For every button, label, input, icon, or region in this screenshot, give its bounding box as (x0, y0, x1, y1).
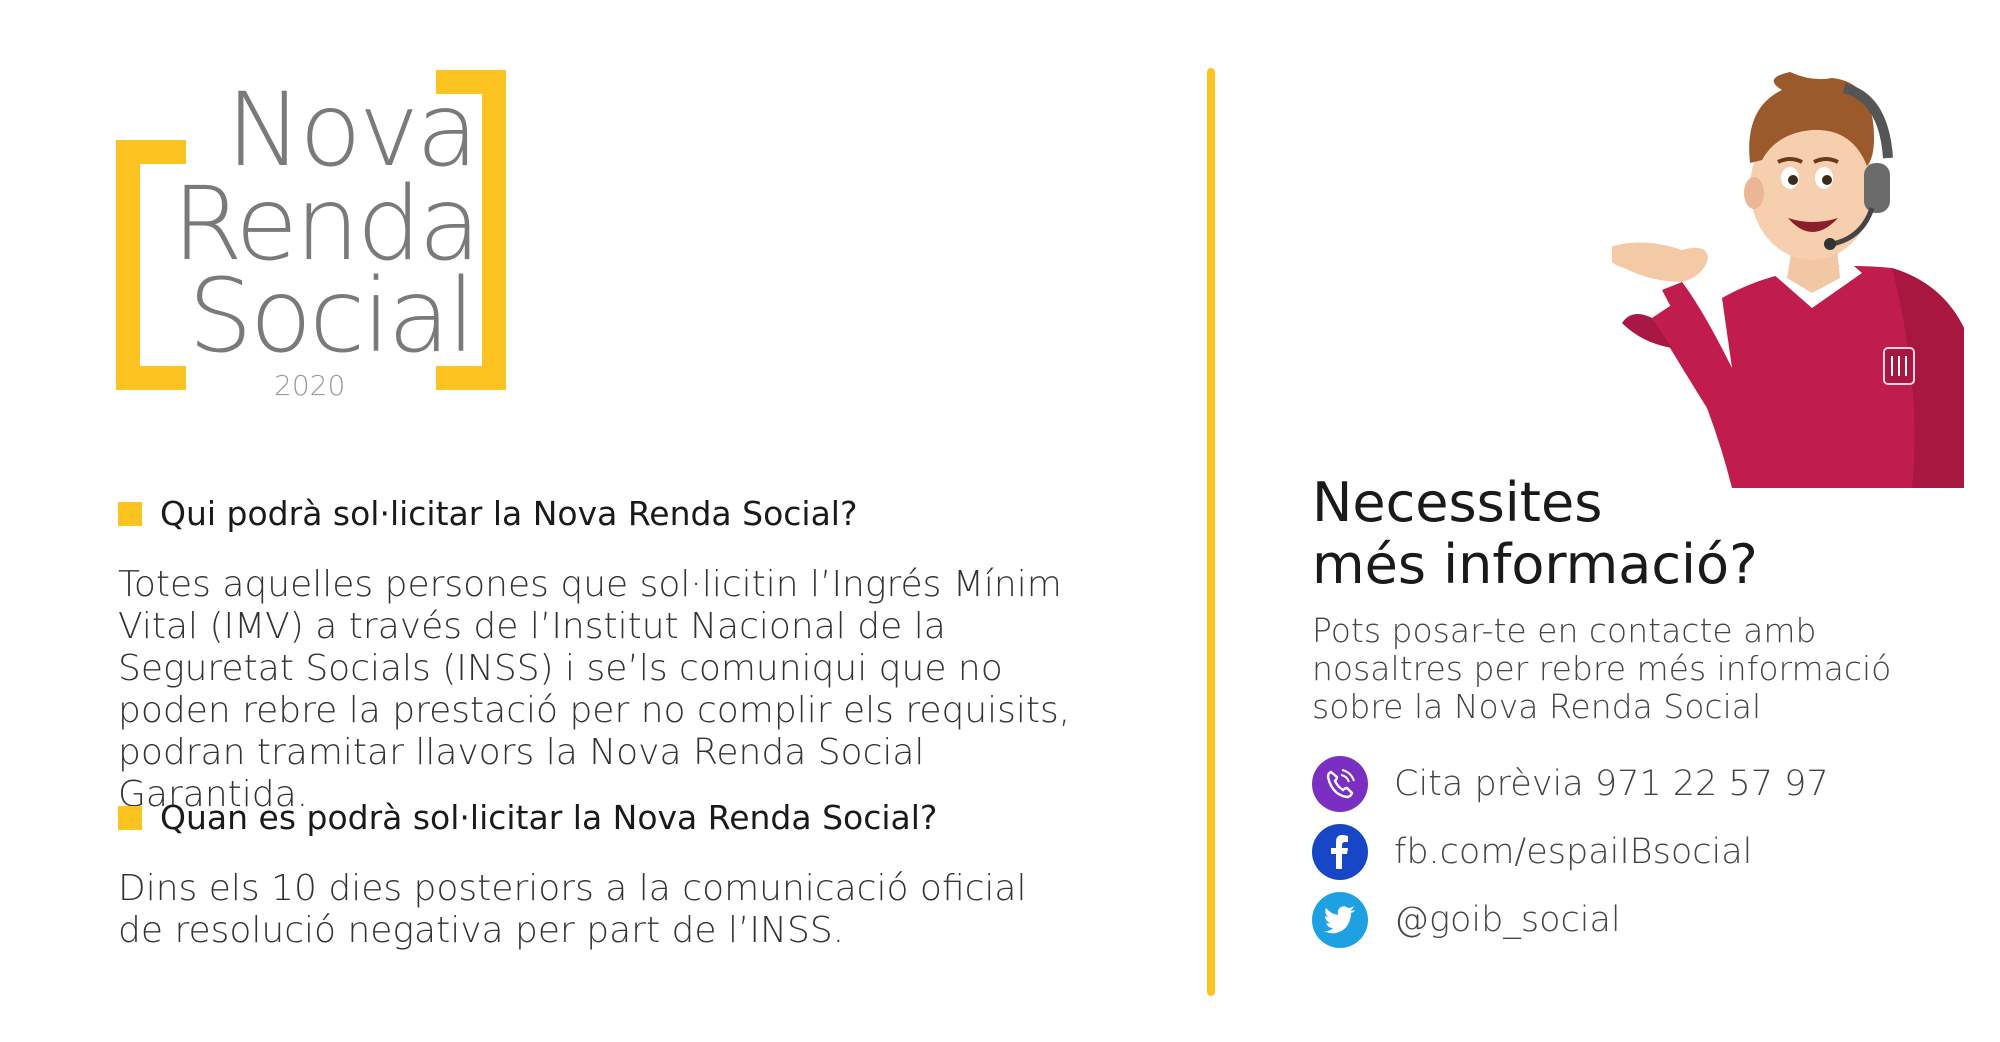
logo-word-social: Social (188, 257, 475, 376)
contact-phone-text: Cita prèvia 971 22 57 97 (1394, 764, 1829, 804)
contact-phone[interactable]: Cita prèvia 971 22 57 97 (1312, 754, 1829, 814)
left-bracket-icon (116, 140, 186, 390)
contact-twitter-text: @goib_social (1394, 900, 1621, 940)
bullet-square-icon (118, 502, 142, 526)
twitter-icon (1312, 892, 1368, 948)
faq-answer-1: Totes aquelles persones que sol·licitin … (118, 564, 1071, 815)
info-heading-line1: Necessites (1312, 471, 1603, 534)
faq-question-2: Quan es podrà sol·licitar la Nova Renda … (160, 798, 938, 837)
vertical-divider (1207, 68, 1215, 996)
contact-twitter[interactable]: @goib_social (1312, 890, 1621, 950)
info-text: Pots posar-te en contacte amb nosaltres … (1312, 611, 1892, 726)
bullet-square-icon (118, 806, 142, 830)
right-bracket-icon (436, 70, 506, 390)
nova-renda-social-logo: Nova Renda Social 2020 (116, 70, 506, 400)
faq-question-1: Qui podrà sol·licitar la Nova Renda Soci… (160, 494, 858, 533)
contact-facebook-text: fb.com/espaiIBsocial (1394, 832, 1753, 872)
contact-facebook[interactable]: fb.com/espaiIBsocial (1312, 822, 1752, 882)
facebook-icon (1312, 824, 1368, 880)
call-center-agent-illustration (1612, 72, 1964, 488)
phone-icon (1312, 756, 1368, 812)
info-heading-line2: més informació? (1312, 533, 1758, 596)
logo-word-renda: Renda (172, 165, 481, 284)
logo-word-nova: Nova (226, 71, 479, 190)
logo-year: 2020 (274, 369, 346, 402)
faq-answer-2: Dins els 10 dies posteriors a la comunic… (118, 868, 1027, 951)
